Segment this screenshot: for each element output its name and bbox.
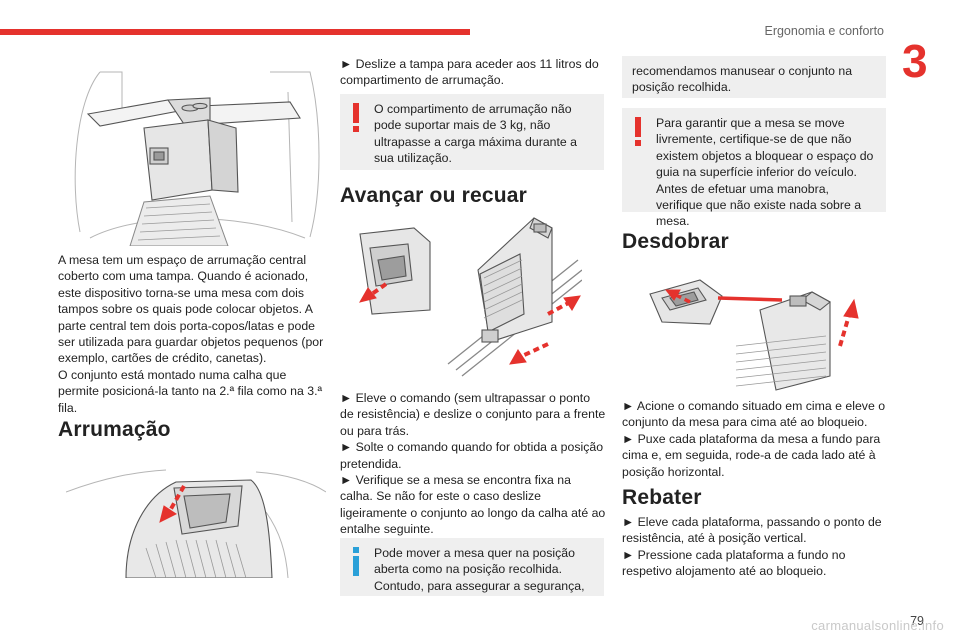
warning-clearance-text: Para garantir que a mesa se move livreme…: [656, 116, 874, 180]
unfold-step-2: ► Puxe cada plataforma da mesa a fundo p…: [622, 431, 881, 479]
warning-icon: [635, 117, 641, 146]
fold-step-2: ► Pressione cada plataforma a fundo no r…: [622, 547, 846, 579]
info-move-text-continued: recomendamos manusear o conjunto na posi…: [632, 64, 853, 95]
move-step-3: ► Verifique se a mesa se encontra fixa n…: [340, 473, 606, 537]
heading-storage: Arrumação: [58, 418, 171, 441]
warning-clearance-note: Para garantir que a mesa se move livreme…: [622, 108, 886, 228]
column-1: A mesa tem um espaço de arrumação centra…: [58, 252, 326, 416]
unfold-steps: ► Acione o comando situado em cima e ele…: [622, 398, 888, 480]
column-2: ► Deslize a tampa para aceder aos 11 lit…: [340, 56, 606, 89]
move-step-1: ► Eleve o comando (sem ultrapassar o pon…: [340, 391, 606, 438]
info-move-text: Pode mover a mesa quer na posição aberta…: [374, 546, 585, 593]
fold-step-1: ► Eleve cada plataforma, passando o pont…: [622, 515, 882, 546]
intro-text: A mesa tem um espaço de arrumação centra…: [58, 253, 324, 366]
fold-steps: ► Eleve cada plataforma, passando o pont…: [622, 514, 888, 580]
info-move-note: Pode mover a mesa quer na posição aberta…: [340, 538, 604, 596]
unfold-illustration: [649, 279, 859, 391]
watermark: carmanualsonline.info: [811, 618, 944, 633]
heading-move: Avançar ou recuar: [340, 184, 528, 207]
intro-text-rail: O conjunto está montado numa calha que p…: [58, 367, 323, 415]
info-icon: [353, 547, 359, 576]
header-accent-bar: [0, 29, 470, 35]
page-number: 79: [910, 614, 924, 628]
info-move-note-continued: recomendamos manusear o conjunto na posi…: [622, 56, 886, 98]
table-deployed-illustration: [74, 71, 320, 246]
chapter-number: 3: [902, 35, 928, 87]
storage-illustration: [66, 469, 326, 578]
warning-icon: [353, 103, 359, 132]
heading-unfold: Desdobrar: [622, 230, 729, 253]
heading-fold: Rebater: [622, 486, 702, 509]
warning-weight-text: O compartimento de arrumação não pode su…: [374, 102, 578, 166]
warning-clearance-text-2: Antes de efetuar uma manobra, verifique …: [656, 181, 862, 229]
slide-cover-instruction: ► Deslize a tampa para aceder aos 11 lit…: [340, 57, 599, 88]
unfold-step-1: ► Acione o comando situado em cima e ele…: [622, 399, 886, 430]
warning-weight-note: O compartimento de arrumação não pode su…: [340, 94, 604, 170]
running-head: Ergonomia e conforto: [764, 24, 884, 38]
move-steps: ► Eleve o comando (sem ultrapassar o pon…: [340, 390, 606, 538]
move-control-illustration: [358, 217, 582, 377]
move-step-2: ► Solte o comando quando for obtida a po…: [340, 440, 604, 471]
